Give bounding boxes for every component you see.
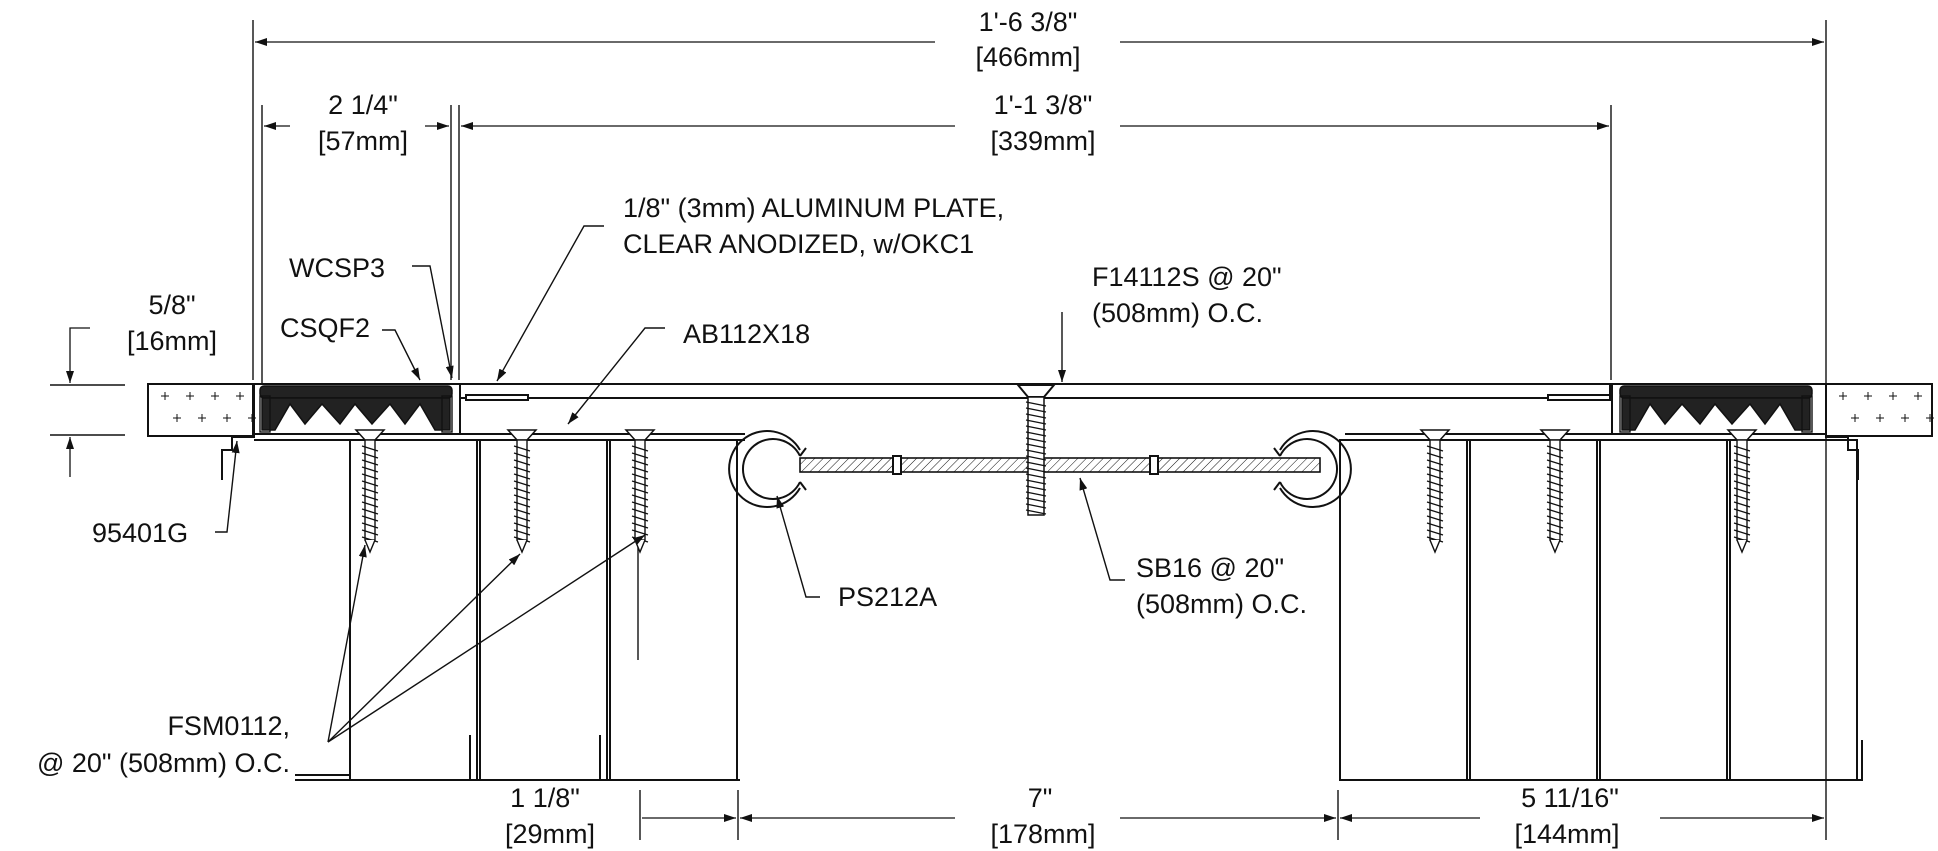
- dim-depth-metric: [16mm]: [127, 326, 217, 356]
- dim-left-seal-imperial: 2 1/4": [328, 90, 398, 120]
- dimension-inner-span: 1'-1 3/8" [339mm]: [461, 90, 1609, 156]
- label-fsm0112-line1: FSM0112,: [167, 711, 290, 741]
- concrete-slab-right: [1825, 383, 1934, 437]
- label-sb16-line1: SB16 @ 20": [1136, 553, 1284, 583]
- dimension-bottom: 1 1/8" [29mm] 7" [178mm] 5 11/16" [144mm…: [505, 783, 1824, 849]
- dim-joint-width-imperial: 7": [1028, 783, 1053, 813]
- callout-labels: 1/8" (3mm) ALUMINUM PLATE, CLEAR ANODIZE…: [37, 193, 1307, 778]
- label-f14112s-line2: (508mm) O.C.: [1092, 298, 1263, 328]
- dimension-overall: 1'-6 3/8" [466mm]: [255, 7, 1824, 72]
- label-sb16-line2: (508mm) O.C.: [1136, 589, 1307, 619]
- dim-overall-metric: [466mm]: [975, 42, 1080, 72]
- label-95401g: 95401G: [92, 518, 188, 548]
- dim-joint-right-imperial: 5 11/16": [1521, 783, 1619, 813]
- callout-leaders: [215, 225, 1125, 743]
- dim-overall-imperial: 1'-6 3/8": [979, 7, 1078, 37]
- dimension-left-seal: 2 1/4" [57mm]: [264, 90, 449, 156]
- f14112s-center-bolt: [1015, 384, 1057, 516]
- dim-joint-left-metric: [29mm]: [505, 819, 595, 849]
- label-f14112s-line1: F14112S @ 20": [1092, 262, 1282, 292]
- dim-joint-width-metric: [178mm]: [990, 819, 1095, 849]
- stud-wall-right: [1339, 439, 1863, 781]
- dim-depth-imperial: 5/8": [148, 290, 195, 320]
- extension-lines: [50, 20, 1827, 840]
- dim-joint-right-metric: [144mm]: [1514, 819, 1619, 849]
- stud-wall-left: [295, 439, 740, 781]
- ps212a-pivot-right: [1273, 430, 1352, 508]
- label-wcsp3: WCSP3: [289, 253, 385, 283]
- dimension-depth: 5/8" [16mm]: [66, 290, 217, 477]
- label-csqf2: CSQF2: [280, 313, 370, 343]
- dim-joint-left-imperial: 1 1/8": [510, 783, 580, 813]
- ps212a-pivot-left: [728, 430, 807, 508]
- dim-inner-span-imperial: 1'-1 3/8": [994, 90, 1093, 120]
- label-fsm0112-line2: @ 20" (508mm) O.C.: [37, 748, 290, 778]
- dim-left-seal-metric: [57mm]: [318, 126, 408, 156]
- fastener-screws: [354, 429, 1758, 554]
- label-ab112x18: AB112X18: [683, 319, 810, 349]
- label-ps212a: PS212A: [838, 582, 937, 612]
- concrete-slab-left: [147, 383, 256, 437]
- sb16-support-bar: [799, 455, 1321, 475]
- label-aluminum-plate-line1: 1/8" (3mm) ALUMINUM PLATE,: [623, 193, 1004, 223]
- dim-inner-span-metric: [339mm]: [990, 126, 1095, 156]
- label-aluminum-plate-line2: CLEAR ANODIZED, w/OKC1: [623, 229, 974, 259]
